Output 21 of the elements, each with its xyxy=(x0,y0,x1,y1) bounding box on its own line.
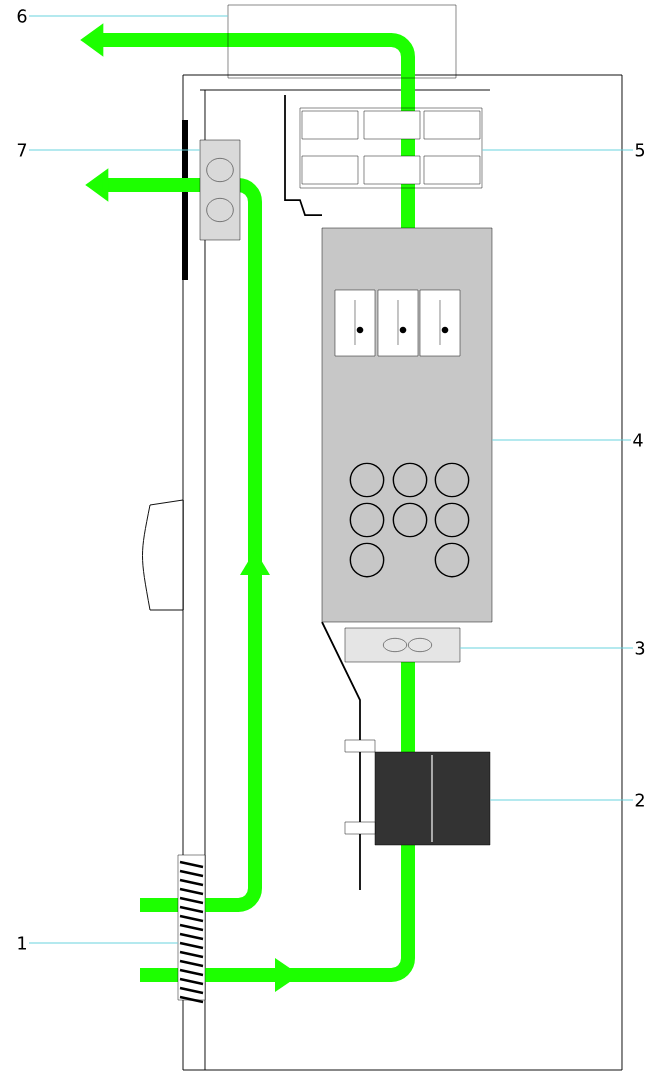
drive-module-drawing xyxy=(321,227,493,623)
callout-number: 2 xyxy=(635,793,644,807)
leader-line xyxy=(481,149,634,151)
callout-number: 6 xyxy=(17,9,27,23)
leader-line xyxy=(28,149,201,151)
fan-drawing xyxy=(344,627,461,663)
callout-number: 1 xyxy=(18,936,26,950)
leader-line xyxy=(491,439,632,441)
leader-line xyxy=(28,15,229,17)
inlet-grille-drawing xyxy=(177,854,206,1004)
callout-number: 5 xyxy=(635,143,645,157)
callout-number: 3 xyxy=(635,641,645,655)
transformer-drawing xyxy=(344,739,491,846)
reactor-drawing xyxy=(299,107,483,189)
leader-line xyxy=(459,647,634,649)
door-fan-drawing xyxy=(199,139,241,241)
roof-hood-drawing xyxy=(227,4,457,79)
leader-line xyxy=(28,942,179,944)
callout-number: 7 xyxy=(17,143,27,157)
leader-line xyxy=(489,799,634,801)
callout-number: 4 xyxy=(633,433,643,447)
